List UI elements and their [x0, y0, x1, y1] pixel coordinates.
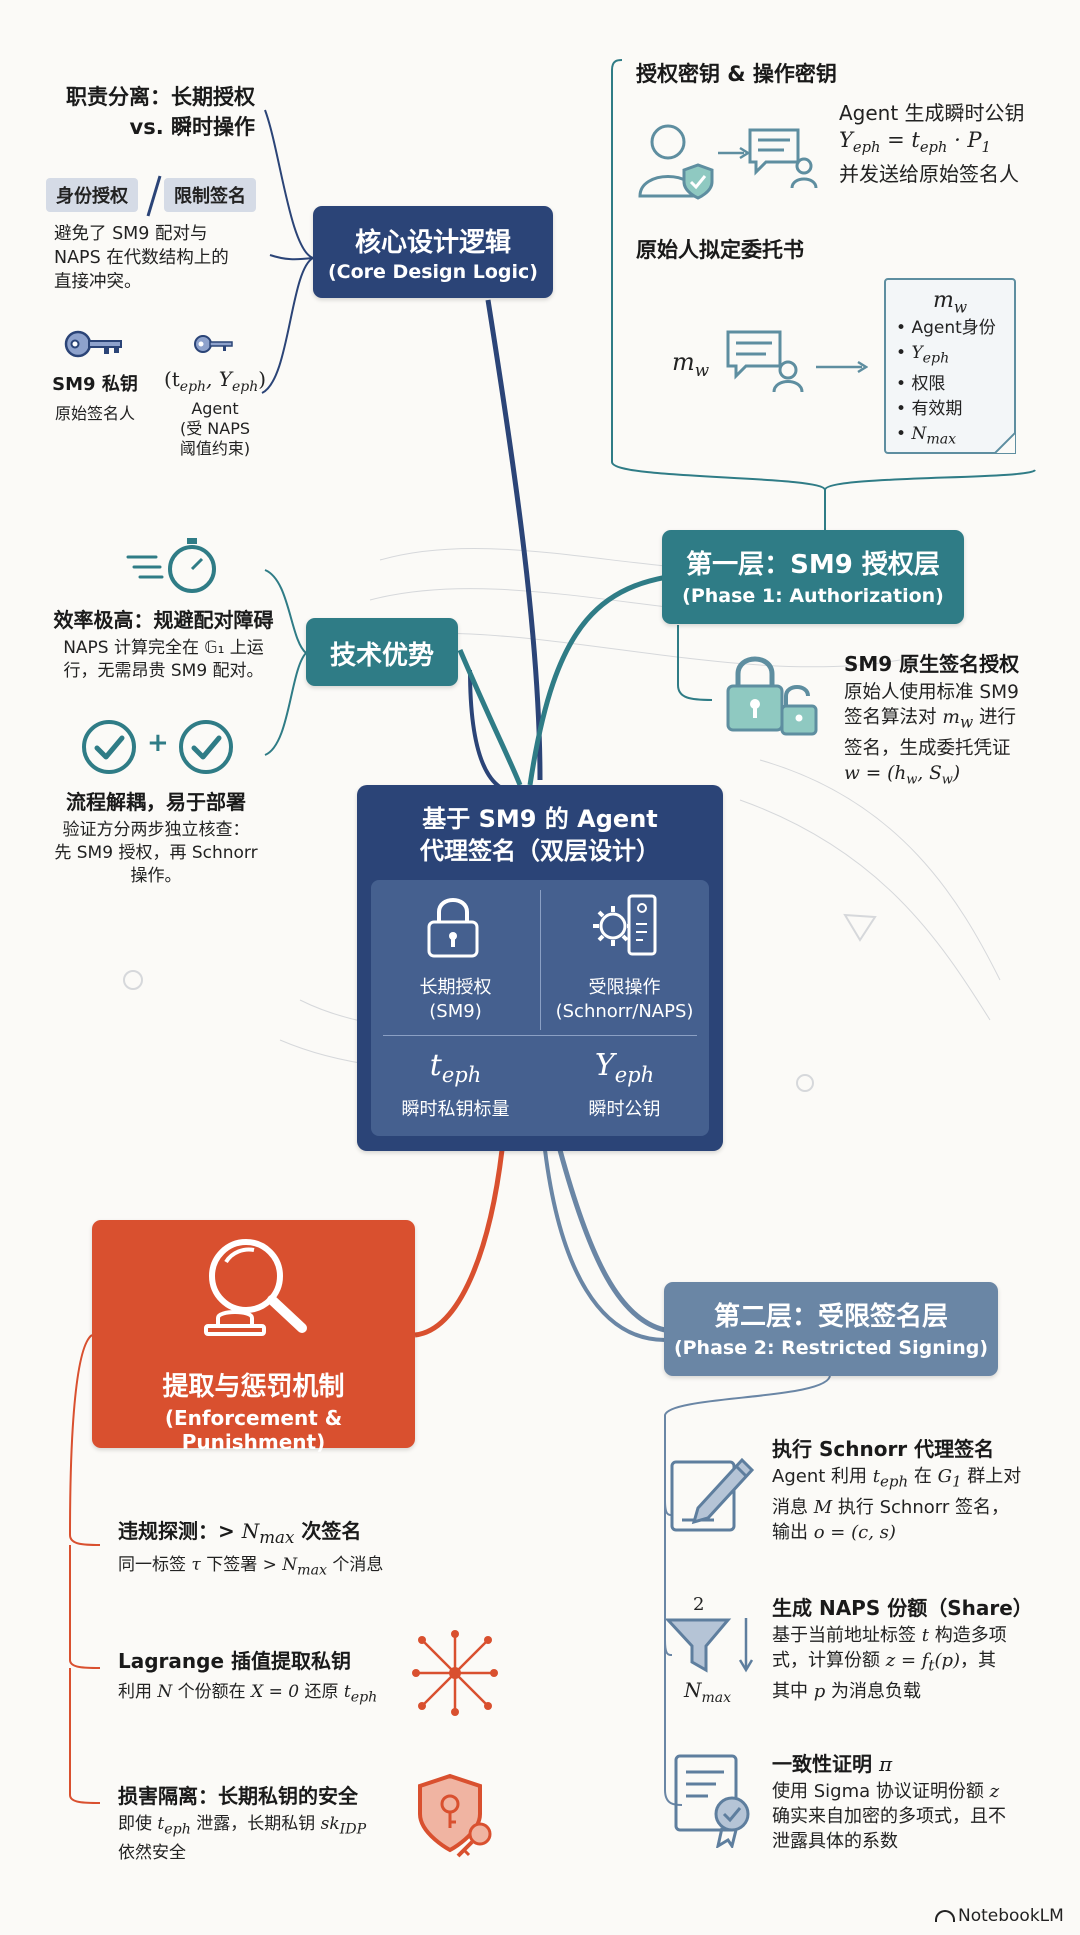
stopwatch-icon: [126, 538, 216, 593]
doc-item-nmax: • Nmax: [896, 423, 957, 448]
naps-share-item: 生成 NAPS 份额（Share） 基于当前地址标签 t 构造多项 式，计算份额…: [772, 1596, 1033, 1702]
gear-phone-icon: [593, 894, 657, 956]
core-title-cn: 核心设计逻辑: [354, 228, 511, 258]
mw-symbol: mw: [672, 348, 710, 380]
phase1-title-en: (Phase 1: Authorization): [682, 585, 944, 607]
phase2-title-cn: 第二层：受限签名层: [713, 1302, 948, 1332]
central-inner-panel: 长期授权 (SM9) 受限操作 (Schnorr/NAPS) teph Yeph…: [371, 880, 709, 1136]
separation-title: 职责分离：长期授权 vs. 瞬时操作: [66, 85, 255, 139]
enforcement-node[interactable]: 提取与惩罚机制 (Enforcement & Punishment): [92, 1220, 415, 1454]
restricted-op-label: 受限操作 (Schnorr/NAPS): [555, 977, 694, 1022]
identity-auth-pill: 身份授权: [46, 178, 138, 212]
phase2-title-en: (Phase 2: Restricted Signing): [673, 1337, 989, 1359]
advantage-node[interactable]: 技术优势: [306, 618, 458, 686]
role-pills: 身份授权 限制签名: [46, 175, 256, 217]
decoupled-item: 流程解耦，易于部署 验证方分两步独立核查： 先 SM9 授权，再 Schnorr…: [54, 790, 258, 886]
doc-item-agent-identity: • Agent身份: [896, 318, 996, 339]
separation-desc: 避免了 SM9 配对与 NAPS 在代数结构上的 直接冲突。: [54, 224, 229, 292]
consistency-proof-item: 一致性证明 π 使用 Sigma 协议证明份额 z 确实来自加密的多项式，且不 …: [772, 1752, 1006, 1852]
doc-item-yeph: • Yeph: [896, 343, 950, 367]
doc-item-validity: • 有效期: [896, 398, 963, 419]
doc-fold-corner: [994, 432, 1016, 454]
yeph-symbol: Yeph: [594, 1048, 655, 1087]
funnel-nmax-label: Nmax: [684, 1678, 732, 1706]
yeph-label: 瞬时公钥: [588, 1099, 661, 1120]
user-shield-icon: [638, 124, 714, 200]
plus-sign: +: [147, 728, 169, 758]
warrant-title: 原始人拟定委托书: [636, 238, 804, 262]
phase1-title-cn: 第一层：SM9 授权层: [686, 550, 940, 580]
shield-key-icon: [418, 1773, 492, 1858]
enforcement-title-en: (Enforcement & Punishment): [164, 1406, 343, 1454]
ephemeral-key-label: (teph, Yeph) Agent (受 NAPS 阈值约束): [163, 367, 267, 458]
notebooklm-logo-icon: [935, 1910, 955, 1922]
magnifier-icon: [204, 1239, 307, 1336]
efficiency-item: 效率极高：规避配对障碍 NAPS 计算完全在 𝔾₁ 上运 行，无需昂贵 SM9 …: [53, 608, 274, 681]
enforcement-title-cn: 提取与惩罚机制: [162, 1372, 345, 1402]
sm9-key-label: SM9 私钥 原始签名人: [52, 374, 138, 423]
schnorr-exec-item: 执行 Schnorr 代理签名 Agent 利用 teph 在 G1 群上对 消…: [772, 1437, 1022, 1543]
ephemeral-key-icon: [194, 335, 233, 353]
teph-symbol: teph: [429, 1048, 482, 1087]
message-user-icon-2: [726, 330, 804, 393]
notebooklm-watermark: NotebookLM: [935, 1906, 1064, 1926]
core-title-en: (Core Design Logic): [328, 261, 538, 283]
advantage-title: 技术优势: [329, 641, 434, 671]
phase2-node[interactable]: 第二层：受限签名层 (Phase 2: Restricted Signing): [664, 1282, 998, 1376]
pen-sign-icon: [670, 1457, 755, 1532]
isolation-item: 损害隔离：长期私钥的安全 即使 teph 泄露，长期私钥 skIDP 依然安全: [118, 1784, 367, 1864]
funnel-icon: [666, 1618, 754, 1673]
divider-slash: [146, 175, 162, 217]
central-title: 基于 SM9 的 Agent 代理签名（双层设计）: [420, 805, 660, 865]
phase1-node[interactable]: 第一层：SM9 授权层 (Phase 1: Authorization): [662, 530, 964, 624]
violation-detect-item: 违规探测：> Nmax 次签名 同一标签 τ 下签署 > Nmax 个消息: [118, 1519, 384, 1579]
central-node[interactable]: 基于 SM9 的 Agent 代理签名（双层设计） 长期授权 (SM9) 受限操…: [357, 785, 723, 1151]
arrow-right-icon-2: [816, 360, 868, 374]
arrow-right-icon-1: [718, 146, 750, 160]
sm9-sign-item: SM9 原生签名授权 原始人使用标准 SM9 签名算法对 mw 进行 签名，生成…: [844, 652, 1020, 788]
keys-title: 授权密钥 & 操作密钥: [636, 62, 837, 86]
doc-item-permission: • 权限: [896, 373, 946, 394]
lagrange-item: Lagrange 插值提取私钥 利用 N 个份额在 X = 0 还原 teph: [118, 1649, 378, 1706]
core-design-node[interactable]: 核心设计逻辑 (Core Design Logic): [313, 206, 553, 298]
warrant-document: mw • Agent身份 • Yeph • 权限 • 有效期 • Nmax: [884, 278, 1016, 454]
lock-icon: [726, 656, 818, 736]
central-lock-icon: [427, 898, 479, 958]
sm9-key-icon: [64, 330, 122, 358]
message-user-icon-1: [748, 128, 818, 189]
teph-label: 瞬时私钥标量: [401, 1099, 510, 1120]
converging-arrows-icon: [412, 1630, 498, 1716]
checkmark-icon-left: [82, 720, 136, 774]
agent-generate-text: Agent 生成瞬时公钥 Yeph = teph · P1 并发送给原始签名人: [839, 101, 1025, 187]
long-term-auth-label: 长期授权 (SM9): [419, 977, 492, 1022]
restricted-sign-pill: 限制签名: [164, 178, 256, 212]
checkmark-icon-right: [179, 720, 233, 774]
funnel-top-label: 2: [693, 1594, 705, 1615]
certificate-icon: [674, 1754, 750, 1848]
